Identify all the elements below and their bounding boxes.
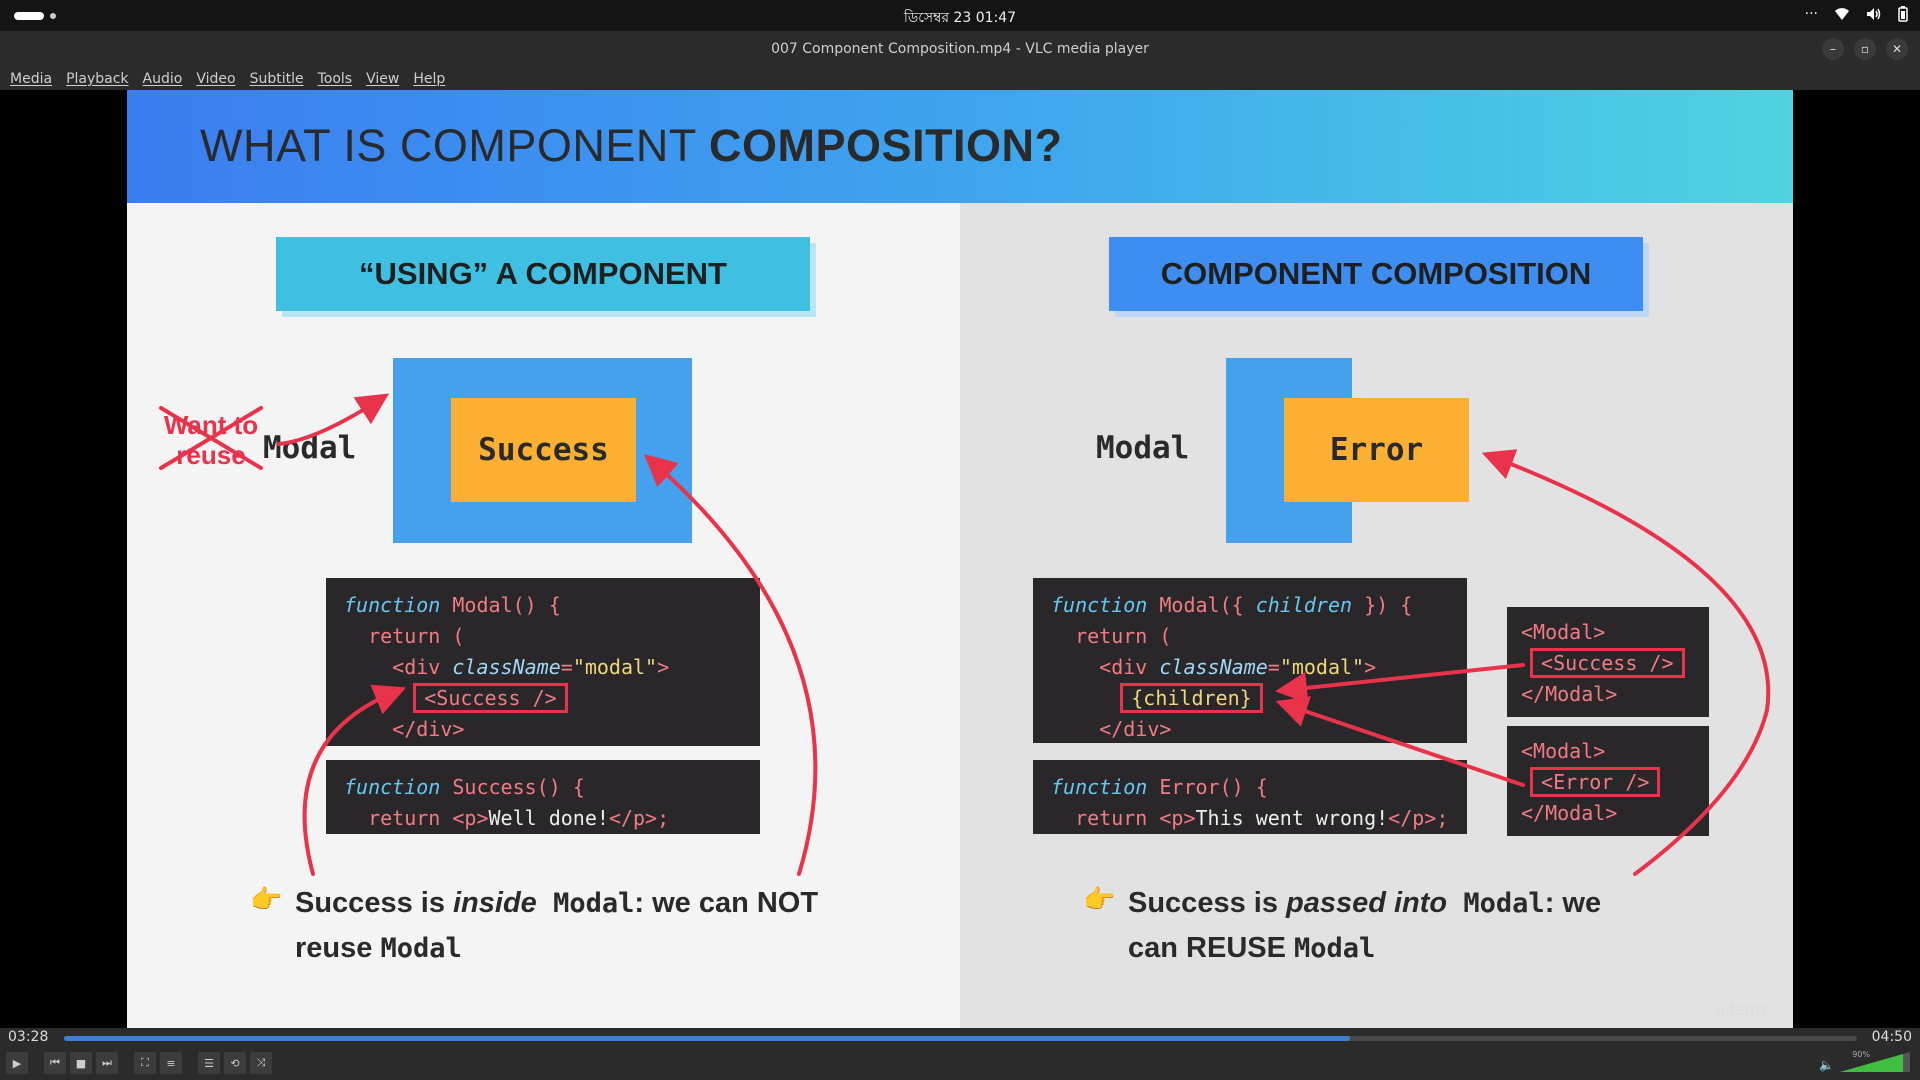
system-top-bar: ডিসেম্বর 23 01:47 ··· xyxy=(0,0,1920,31)
right-modal-label: Modal xyxy=(1096,430,1190,466)
menu-audio[interactable]: Audio xyxy=(142,70,183,87)
left-success-box: Success xyxy=(451,398,636,502)
window-title: 007 Component Composition.mp4 - VLC medi… xyxy=(771,41,1149,57)
want-to-reuse-note: Want to reuse xyxy=(163,410,259,470)
loop-icon[interactable]: ⟲ xyxy=(224,1052,246,1074)
usage-error-block: <Modal> <Error /> </Modal> xyxy=(1507,726,1709,836)
menu-view[interactable]: View xyxy=(366,70,400,87)
slide-title: WHAT IS COMPONENT COMPOSITION? xyxy=(200,120,1063,171)
wifi-icon[interactable] xyxy=(1834,7,1850,21)
playlist-icon[interactable]: ☰ xyxy=(198,1052,220,1074)
volume-percent: 90% xyxy=(1852,1050,1870,1059)
system-tray[interactable]: ··· xyxy=(1805,6,1908,22)
video-area[interactable]: WHAT IS COMPONENT COMPOSITION? “USING” A… xyxy=(0,90,1920,1028)
window-title-bar[interactable]: 007 Component Composition.mp4 - VLC medi… xyxy=(0,31,1920,67)
fullscreen-icon[interactable]: ⛶ xyxy=(134,1052,156,1074)
menu-subtitle[interactable]: Subtitle xyxy=(249,70,304,87)
volume-icon[interactable] xyxy=(1866,7,1882,21)
right-error-box: Error xyxy=(1284,398,1469,502)
more-icon[interactable]: ··· xyxy=(1804,6,1818,22)
workspace-dot xyxy=(50,13,56,19)
system-clock[interactable]: ডিসেম্বর 23 01:47 xyxy=(903,10,1017,26)
success-prop-highlight: <Success /> xyxy=(1530,648,1685,678)
shuffle-icon[interactable]: ⤨ xyxy=(250,1052,272,1074)
menu-help[interactable]: Help xyxy=(413,70,446,87)
error-prop-highlight: <Error /> xyxy=(1530,767,1661,797)
menu-video[interactable]: Video xyxy=(196,70,236,87)
pointing-hand-icon: 👉 xyxy=(1083,885,1116,915)
seek-bar[interactable] xyxy=(64,1036,1857,1041)
minimize-button[interactable]: – xyxy=(1822,38,1844,60)
success-usage-highlight: <Success /> xyxy=(413,683,568,713)
activities-indicator[interactable] xyxy=(14,12,44,20)
stop-icon[interactable]: ■ xyxy=(70,1052,92,1074)
menu-media[interactable]: Media xyxy=(10,70,53,87)
menu-bar: Media Playback Audio Video Subtitle Tool… xyxy=(0,67,1920,90)
slide-header: WHAT IS COMPONENT COMPOSITION? xyxy=(127,90,1793,203)
seek-progress xyxy=(64,1036,1350,1041)
previous-icon[interactable]: ⏮ xyxy=(44,1052,66,1074)
close-button[interactable]: ✕ xyxy=(1886,38,1908,60)
left-code-modal: function Modal() { return ( <div classNa… xyxy=(326,578,760,746)
menu-playback[interactable]: Playback xyxy=(66,70,129,87)
volume-control[interactable]: 🔈 90% xyxy=(1819,1050,1910,1072)
maximize-button[interactable]: ▫ xyxy=(1854,38,1876,60)
children-highlight: {children} xyxy=(1120,683,1263,713)
right-heading: COMPONENT COMPOSITION xyxy=(1109,237,1643,311)
right-code-error: function Error() { return <p>This went w… xyxy=(1033,760,1467,834)
play-icon[interactable]: ▶ xyxy=(6,1052,28,1074)
next-icon[interactable]: ⏭ xyxy=(96,1052,118,1074)
elapsed-time[interactable]: 03:28 xyxy=(8,1029,49,1045)
pointing-hand-icon: 👉 xyxy=(250,885,283,915)
total-time[interactable]: 04:50 xyxy=(1871,1029,1912,1045)
udemy-watermark: ūdemy xyxy=(1714,999,1769,1019)
battery-icon[interactable] xyxy=(1898,6,1908,22)
volume-slider[interactable]: 90% xyxy=(1840,1050,1910,1072)
menu-tools[interactable]: Tools xyxy=(317,70,353,87)
extended-settings-icon[interactable]: ≡ xyxy=(160,1052,182,1074)
usage-success-block: <Modal> <Success /> </Modal> xyxy=(1507,607,1709,717)
left-heading: “USING” A COMPONENT xyxy=(276,237,810,311)
left-code-success: function Success() { return <p>Well done… xyxy=(326,760,760,834)
left-modal-label: Modal xyxy=(263,430,357,466)
player-controls: 03:28 04:50 ▶ ⏮ ■ ⏭ ⛶ ≡ ☰ ⟲ ⤨ 🔈 90% xyxy=(0,1028,1920,1080)
right-code-modal: function Modal({ children }) { return ( … xyxy=(1033,578,1467,743)
slide-frame: WHAT IS COMPONENT COMPOSITION? “USING” A… xyxy=(127,90,1793,1028)
speaker-icon[interactable]: 🔈 xyxy=(1819,1058,1834,1072)
